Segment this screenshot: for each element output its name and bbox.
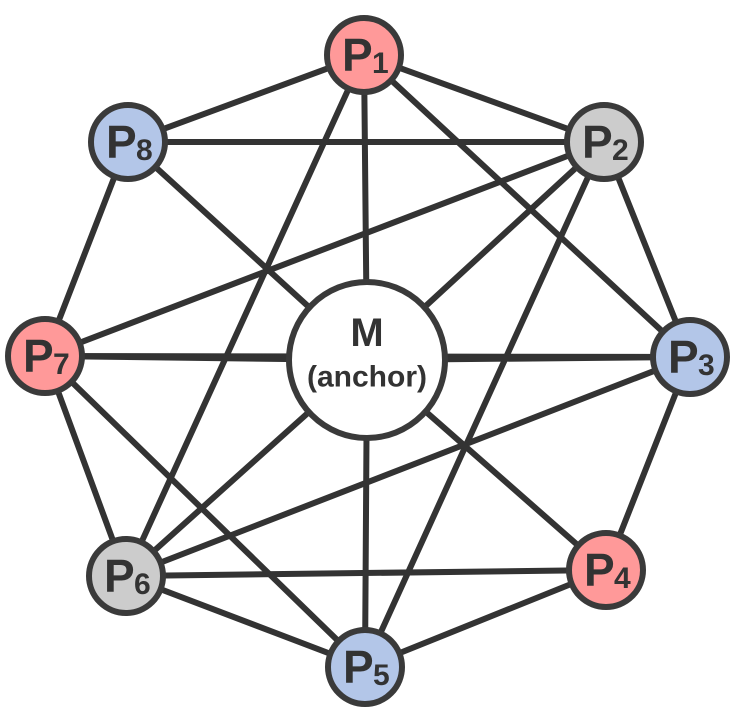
edge-p1-p3 xyxy=(361,52,693,360)
node-subscript-p8: 8 xyxy=(136,134,153,167)
node-label-p8: P xyxy=(106,116,137,168)
center-node-subtitle: (anchor) xyxy=(307,361,427,394)
node-label-p6: P xyxy=(104,550,135,602)
node-circle-p5 xyxy=(325,627,405,707)
node-label-p3: P xyxy=(668,331,699,383)
edge-p2-p7 xyxy=(42,139,607,359)
node-label-p4: P xyxy=(584,544,615,596)
node-circle-p4 xyxy=(566,530,646,610)
center-node-title: M xyxy=(350,311,383,355)
edge-p5-p6 xyxy=(123,573,368,670)
node-label-p2: P xyxy=(582,116,613,168)
edge-p4-p5 xyxy=(362,567,609,670)
node-label-p1: P xyxy=(342,29,373,81)
node-subscript-p5: 5 xyxy=(373,659,390,692)
node-subscript-p1: 1 xyxy=(372,47,389,80)
node-subscript-p6: 6 xyxy=(134,568,151,601)
node-circle-p3 xyxy=(650,317,730,397)
node-subscript-p2: 2 xyxy=(612,134,629,167)
node-circle-p7 xyxy=(5,316,85,396)
center-node-circle xyxy=(286,279,448,441)
node-circle-p8 xyxy=(88,102,168,182)
node-subscript-p4: 4 xyxy=(614,562,631,595)
edge-p2-p5 xyxy=(362,139,607,670)
node-label-p5: P xyxy=(343,641,374,693)
node-circle-p6 xyxy=(86,536,166,616)
edge-p3-p6 xyxy=(123,354,693,579)
node-circle-p2 xyxy=(564,102,644,182)
edge-p1-p2 xyxy=(361,52,607,145)
node-subscript-p3: 3 xyxy=(698,349,715,382)
edge-p8-p1 xyxy=(125,52,367,145)
node-subscript-p7: 7 xyxy=(53,348,70,381)
node-label-p7: P xyxy=(23,330,54,382)
edge-p5-p7 xyxy=(42,353,368,670)
center-node-anchor: M (anchor) xyxy=(286,279,448,441)
node-circle-p1 xyxy=(324,15,404,95)
